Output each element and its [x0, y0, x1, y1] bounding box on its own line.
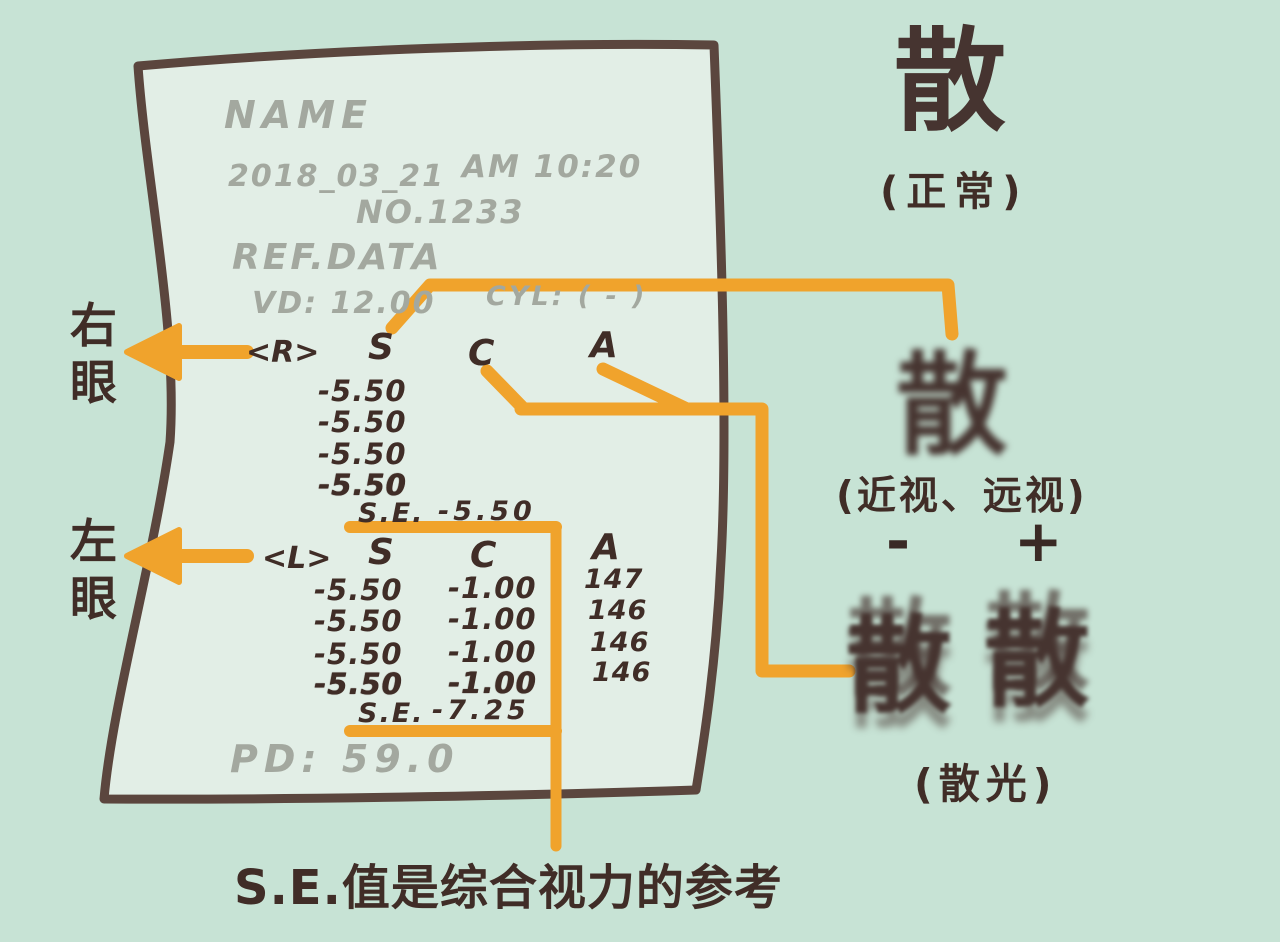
left-eye-se-value: -7.25 — [432, 695, 530, 726]
vision-sphere-caption: (近视、远视) — [836, 474, 1088, 519]
right-eye-s-value: -5.50 — [318, 405, 407, 439]
date-value: 2018_03_21 — [228, 159, 445, 194]
vision-normal-char: 散 — [894, 17, 1006, 147]
left-eye-col-s: S — [368, 532, 394, 573]
vision-sphere-char: 散 — [896, 341, 1008, 471]
ref-data-label: REF.DATA — [232, 237, 443, 278]
right-eye-col-c: C — [468, 333, 495, 374]
right-eye-tag: <R> — [246, 335, 320, 370]
connector-s-line — [385, 278, 959, 341]
astig-ghost-upper: 散 — [846, 588, 952, 711]
right-eye-s-value: -5.50 — [318, 468, 407, 502]
left-eye-tag: <L> — [262, 541, 332, 576]
astig-ghost-main: 散 — [984, 599, 1090, 722]
left-eye-c-value: -1.00 — [448, 571, 537, 605]
connector-c-branch — [480, 364, 531, 416]
left-eye-s-value: -5.50 — [314, 573, 403, 607]
cyl-value: CYL: ( - ) — [486, 281, 648, 312]
astig-ghost-lower: 散 — [846, 620, 952, 743]
connector-a-branch — [596, 362, 694, 416]
left-eye-se-label: S.E. — [358, 698, 425, 729]
left-eye-a-value: 146 — [588, 595, 648, 626]
serial-number: NO.1233 — [356, 193, 525, 231]
name-label: NAME — [224, 93, 373, 137]
vision-normal-caption: (正常) — [880, 169, 1029, 215]
minus-sign: - — [886, 507, 911, 575]
left-eye-s-value: -5.50 — [314, 667, 403, 701]
left-eye-s-value: -5.50 — [314, 637, 403, 671]
left-eye-a-value: 147 — [584, 564, 644, 595]
astig-ghost-lower: 散 — [984, 614, 1090, 737]
astig-ghost-main: 散 — [846, 605, 952, 728]
left-eye-s-value: -5.50 — [314, 604, 403, 638]
plus-sign: + — [1014, 507, 1063, 575]
vision-astigmatism-char-1: 散 散 散 — [846, 597, 956, 735]
left-eye-c-value: -1.00 — [448, 635, 537, 669]
right-eye-col-s: S — [368, 327, 394, 368]
pd-value: PD: 59.0 — [230, 737, 460, 781]
left-eye-c-value: -1.00 — [448, 602, 537, 636]
right-eye-s-value: -5.50 — [318, 437, 407, 471]
left-eye-label: 左眼 — [70, 515, 117, 627]
paper-sheet — [99, 39, 729, 804]
left-eye-a-value: 146 — [592, 657, 652, 688]
right-eye-se-value: -5.50 — [438, 496, 536, 527]
vd-value: VD: 12.00 — [252, 286, 436, 321]
right-eye-col-a: A — [590, 325, 618, 366]
astig-ghost-upper: 散 — [984, 582, 1090, 705]
left-eye-col-c: C — [470, 535, 497, 576]
time-value: AM 10:20 — [462, 149, 643, 185]
vision-astigmatism-caption: (散光) — [914, 760, 1058, 808]
right-eye-s-value: -5.50 — [318, 374, 407, 408]
right-eye-label: 右眼 — [70, 299, 117, 411]
connector-ca-line — [514, 402, 856, 678]
right-eye-se-label: S.E. — [358, 498, 425, 529]
footnote: S.E.值是综合视力的参考 — [234, 860, 783, 916]
right-eye-arrow — [124, 323, 254, 381]
left-eye-a-value: 146 — [590, 627, 650, 658]
left-eye-arrow — [124, 527, 254, 585]
left-eye-col-a: A — [592, 527, 620, 568]
left-eye-c-value: -1.00 — [448, 666, 537, 700]
vision-astigmatism-char-2: 散 散 散 — [984, 591, 1094, 729]
